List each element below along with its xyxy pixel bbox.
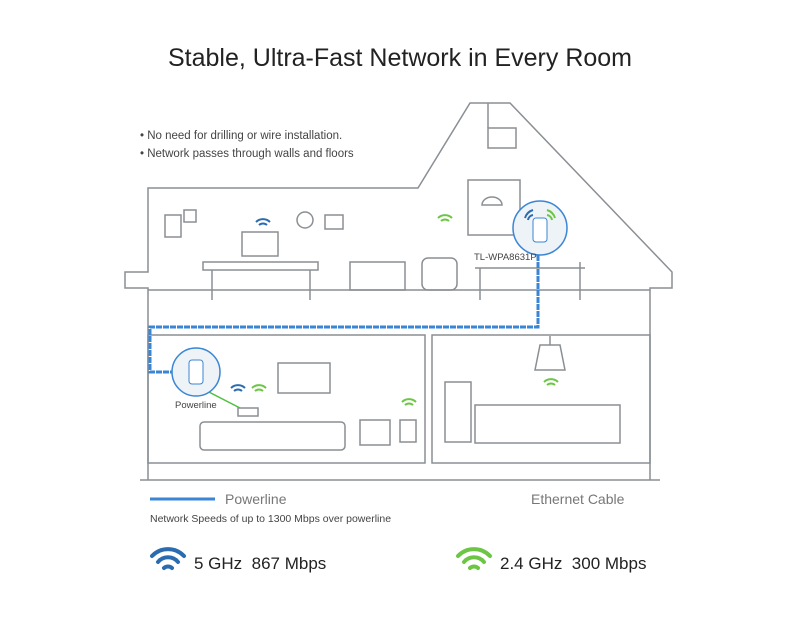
device-icon — [532, 217, 548, 243]
band-24ghz: 2.4 GHz 300 Mbps — [500, 554, 647, 573]
wifi-5ghz-icon — [150, 547, 186, 570]
downstairs-device-label: Powerline — [175, 400, 217, 411]
upstairs-device-label: TL-WPA8631P — [474, 252, 537, 263]
powerline-note: Network Speeds of up to 1300 Mbps over p… — [150, 513, 392, 525]
device-icon — [188, 359, 204, 385]
page-title: Stable, Ultra-Fast Network in Every Room — [167, 44, 633, 72]
bullet-2: • Network passes through walls and floor… — [140, 148, 354, 160]
house-outline — [124, 102, 673, 481]
legend-powerline: Powerline — [225, 491, 287, 507]
wifi-24ghz-icon — [456, 547, 492, 570]
ethernet-line — [204, 389, 241, 409]
legend-ethernet: Ethernet Cable — [531, 491, 625, 507]
powerline-path — [148, 248, 540, 374]
band-5ghz: 5 GHz 867 Mbps — [194, 554, 327, 573]
wifi-icons — [230, 209, 559, 406]
bullet-1: • No need for drilling or wire installat… — [140, 130, 343, 142]
